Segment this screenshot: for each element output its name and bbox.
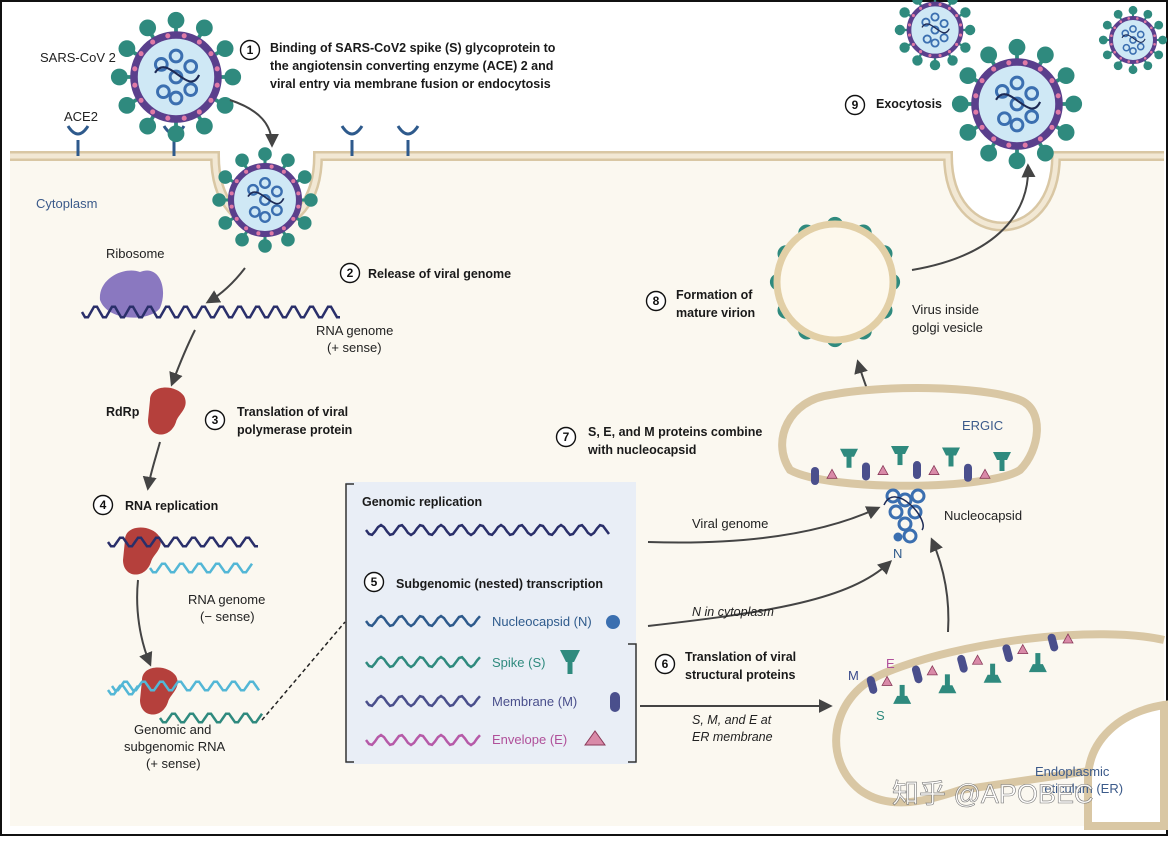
- cytoplasm-label: Cytoplasm: [36, 196, 97, 211]
- s-label: S: [876, 708, 885, 723]
- genomic-subgenomic-label-2: subgenomic RNA: [124, 739, 225, 754]
- e-label: E: [886, 656, 895, 671]
- genomic-subgenomic-label-3: (+ sense): [146, 756, 201, 771]
- minus-sense-label: (− sense): [200, 609, 255, 624]
- transcription-panel: [346, 482, 636, 764]
- m-label: M: [848, 668, 859, 683]
- sars-cov2-label: SARS-CoV 2: [40, 50, 116, 65]
- step-6-text-line-1: Translation of viral: [685, 650, 796, 664]
- step-1-number: 1: [247, 43, 254, 57]
- step-4-number: 4: [100, 498, 107, 512]
- step-3-text-line-1: Translation of viral: [237, 405, 348, 419]
- ergic-label: ERGIC: [962, 418, 1003, 433]
- ace2-label: ACE2: [64, 109, 98, 124]
- panel-title: Genomic replication: [362, 495, 482, 509]
- step-9-text-line-1: Exocytosis: [876, 97, 942, 111]
- membrane-protein: [862, 462, 870, 480]
- panel-item-membrane: Membrane (M): [492, 694, 577, 709]
- golgi-vesicle: [777, 224, 893, 340]
- nucleocapsid-protein-icon: [606, 615, 620, 629]
- step-8-text-line-1: Formation of: [676, 288, 753, 302]
- sme-er-label-1: S, M, and E at: [692, 713, 772, 727]
- panel-item-spike: Spike (S): [492, 655, 545, 670]
- step-8-number: 8: [653, 294, 660, 308]
- step-1-text-line-1: Binding of SARS-CoV2 spike (S) glycoprot…: [270, 41, 556, 55]
- step-6-number: 6: [662, 657, 669, 671]
- rna-genome-neg-label: RNA genome: [188, 592, 265, 607]
- step-7-text-line-1: S, E, and M proteins combine: [588, 425, 762, 439]
- rdrp-label: RdRp: [106, 405, 140, 419]
- step-2-number: 2: [347, 266, 354, 280]
- step-1-text-line-3: viral entry via membrane fusion or endoc…: [270, 77, 551, 91]
- panel-item-envelope: Envelope (E): [492, 732, 567, 747]
- membrane-protein: [964, 464, 972, 482]
- nucleocapsid-label: Nucleocapsid: [944, 508, 1022, 523]
- rna-genome-label: RNA genome: [316, 323, 393, 338]
- watermark: 知乎 @APOBEC: [892, 779, 1093, 809]
- step-1-text-line-2: the angiotensin converting enzyme (ACE) …: [270, 59, 553, 73]
- n-protein-dot: [894, 533, 903, 542]
- plus-sense-label: (+ sense): [327, 340, 382, 355]
- n-label: N: [893, 546, 902, 561]
- step-3-number: 3: [212, 413, 219, 427]
- step-8-text-line-2: mature virion: [676, 306, 755, 320]
- panel-item-nucleocapsid: Nucleocapsid (N): [492, 614, 592, 629]
- membrane-protein-icon: [610, 692, 620, 712]
- genomic-subgenomic-label-1: Genomic and: [134, 722, 211, 737]
- membrane-protein: [811, 467, 819, 485]
- viral-genome-label: Viral genome: [692, 516, 768, 531]
- step-6-text-line-2: structural proteins: [685, 668, 795, 682]
- step-5-number: 5: [371, 575, 378, 589]
- sme-er-label-2: ER membrane: [692, 730, 773, 744]
- step-7-number: 7: [563, 430, 570, 444]
- ergic-compartment: [782, 388, 1037, 486]
- step-1-badge: 1 Binding of SARS-CoV2 spike (S) glycopro…: [241, 41, 556, 92]
- step-7-text-line-2: with nucleocapsid: [587, 443, 696, 457]
- virus-inside-label-1: Virus inside: [912, 302, 979, 317]
- er-label-1: Endoplasmic: [1035, 764, 1110, 779]
- step-2-text-line-1: Release of viral genome: [368, 267, 511, 281]
- step-3-text-line-2: polymerase protein: [237, 423, 352, 437]
- step-9-number: 9: [852, 98, 859, 112]
- n-in-cytoplasm-label: N in cytoplasm: [692, 605, 774, 619]
- virus-inside-label-2: golgi vesicle: [912, 320, 983, 335]
- step-5-text-line-1: Subgenomic (nested) transcription: [396, 577, 603, 591]
- membrane-protein: [913, 461, 921, 479]
- step-4-text-line-1: RNA replication: [125, 499, 218, 513]
- ribosome-label: Ribosome: [106, 246, 165, 261]
